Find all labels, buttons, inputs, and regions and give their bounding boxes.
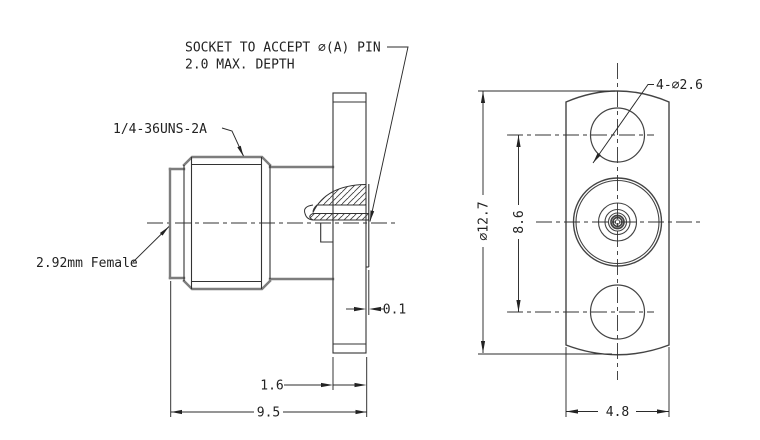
front-view-details — [183, 92, 370, 354]
socket-bead-section — [304, 183, 370, 221]
front-view-outer-profile — [168, 155, 335, 291]
dimension-12-7: ∅12.7 — [477, 90, 615, 355]
front-view — [147, 92, 398, 354]
connector-type-label: 2.92mm Female — [36, 256, 138, 271]
flange-side-profile — [332, 92, 367, 354]
end-view — [507, 63, 700, 380]
holes-leader — [592, 84, 654, 164]
socket-leader-arrow — [370, 210, 375, 222]
mounting-holes-label: 4-∅2.6 — [656, 78, 703, 93]
dimension-8-6: 8.6 — [512, 135, 527, 312]
leader-lines — [132, 46, 654, 263]
annotation-texts: SOCKET TO ACCEPT ∅(A) PIN 2.0 MAX. DEPTH… — [36, 41, 703, 272]
flange-outline — [565, 90, 670, 356]
dim-flange-diameter: ∅12.7 — [477, 201, 492, 240]
dim-flange-width: 4.8 — [606, 405, 629, 420]
dimension-1-6: 1.6 — [260, 357, 367, 394]
dimension-9-5: 9.5 — [170, 281, 368, 421]
dim-flange-thickness: 1.6 — [260, 379, 283, 394]
female-leader-arrow — [159, 226, 169, 236]
thread-spec-label: 1/4-36UNS-2A — [113, 122, 207, 137]
socket-note-line2: 2.0 MAX. DEPTH — [185, 58, 295, 73]
socket-note-line1: SOCKET TO ACCEPT ∅(A) PIN — [185, 41, 381, 56]
dim-boss-protrusion: 0.1 — [383, 303, 406, 318]
thread-leader — [221, 127, 244, 157]
dimension-4-8: 4.8 — [565, 347, 670, 420]
dim-hole-spacing: 8.6 — [512, 210, 527, 233]
dim-overall-length: 9.5 — [257, 406, 280, 421]
dimension-0-1: 0.1 — [346, 270, 406, 318]
contact-finger-curl — [304, 204, 314, 221]
thread-leader-arrow — [237, 145, 244, 157]
holes-leader-arrow — [593, 152, 601, 163]
socket-leader — [369, 46, 409, 222]
